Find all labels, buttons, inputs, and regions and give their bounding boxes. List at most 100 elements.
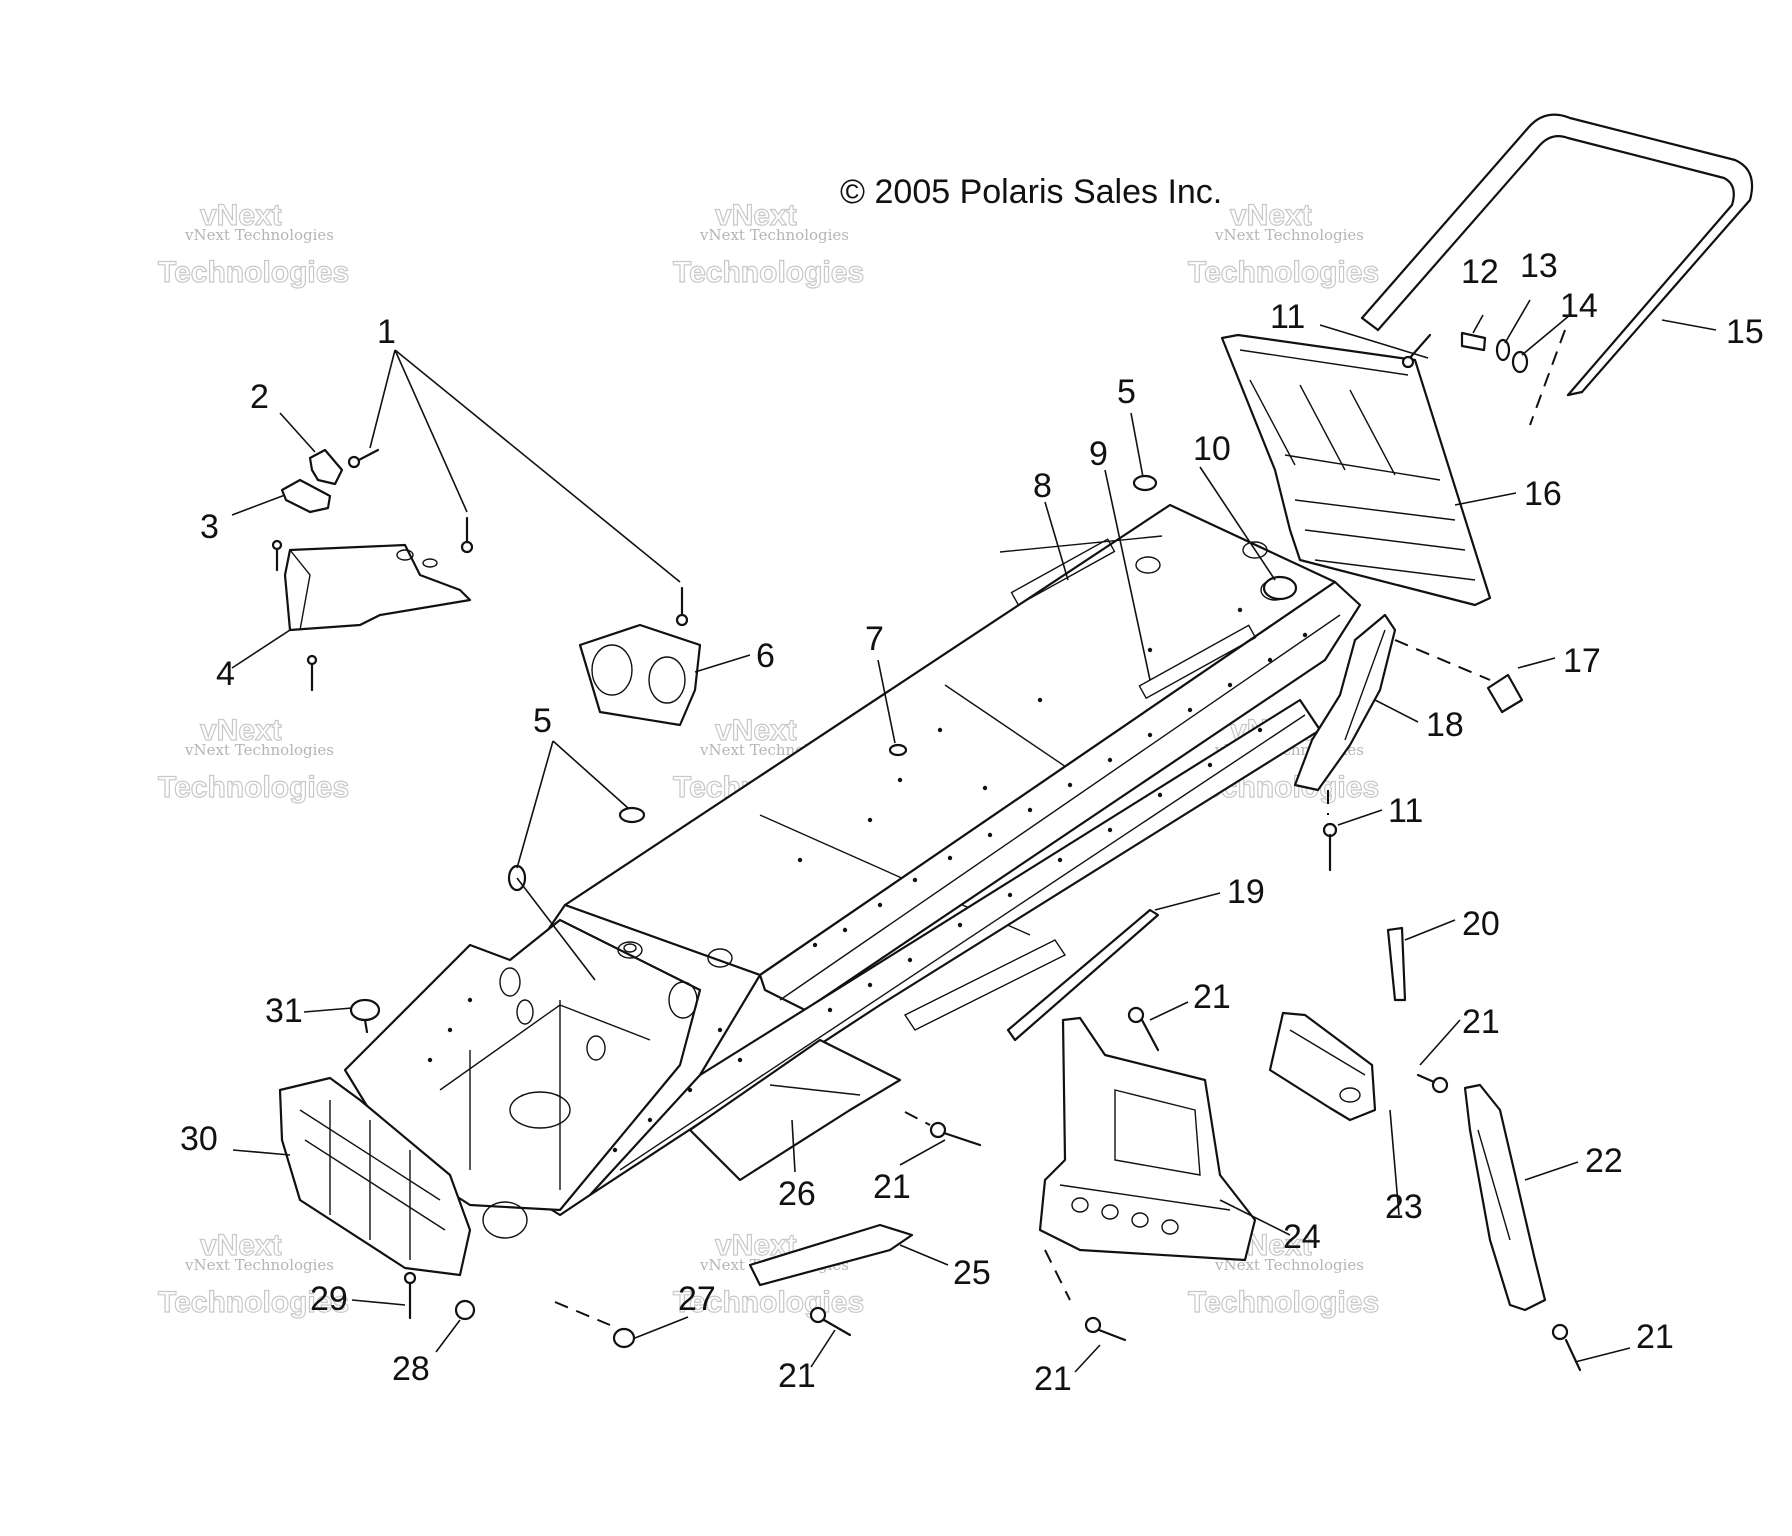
watermark-mid-left: vNext vNext Technologies Technologies [157,713,349,804]
callout-labels: 1 2 3 4 5 5 6 7 8 9 10 11 11 12 13 14 15… [180,247,1764,1398]
callout-15: 15 [1726,313,1764,351]
part-20-clip [1386,926,1407,1002]
part-24-footrest [1038,1016,1257,1301]
svg-text:Technologies: Technologies [1188,1286,1379,1319]
svg-text:vNext Technologies: vNext Technologies [184,226,334,244]
callout-21-b: 21 [1462,1003,1500,1041]
watermark-top-left: vNext vNext Technologies Technologies [157,198,349,289]
callout-25: 25 [953,1254,991,1292]
callout-24: 24 [1283,1218,1321,1256]
callout-19: 19 [1227,873,1265,911]
callout-11-top: 11 [1270,298,1305,336]
svg-text:vNext: vNext [200,714,282,747]
part-4-bracket [271,539,472,692]
part-3-strip [280,478,332,514]
callout-26: 26 [778,1175,816,1213]
callout-28: 28 [392,1350,430,1388]
part-21-screw-c [1416,1073,1449,1094]
callout-12: 12 [1461,253,1499,291]
part-22-side-panel [1463,1083,1547,1312]
part-1-bolts [347,448,689,627]
part-27-plug [554,1301,636,1349]
callout-23: 23 [1385,1188,1423,1226]
part-21-screw-b [904,1111,982,1147]
callout-21-a: 21 [1193,978,1231,1016]
svg-text:vNext: vNext [1230,199,1312,232]
callout-3: 3 [200,508,219,546]
watermark-bottom-left: vNext vNext Technologies Technologies [157,1228,349,1319]
part-5-grommet-b [618,806,646,824]
watermark-bottom-right: vNext vNext Technologies Technologies [1187,1228,1379,1319]
watermark-top-center: vNext vNext Technologies Technologies [672,198,864,289]
svg-text:Technologies: Technologies [1188,256,1379,289]
svg-text:vNext Technologies: vNext Technologies [1214,226,1364,244]
svg-text:Technologies: Technologies [158,256,349,289]
callout-1: 1 [377,313,396,351]
callout-21-e: 21 [1034,1360,1072,1398]
part-7-plug [888,743,908,757]
part-2-clip [308,448,344,486]
part-5-grommet-a [1132,474,1158,492]
callout-5-mid: 5 [533,702,552,740]
chassis-tunnel [278,503,1362,1277]
svg-text:vNext Technologies: vNext Technologies [184,1256,334,1274]
callout-8: 8 [1033,467,1052,505]
callout-21-f: 21 [1636,1318,1674,1356]
callout-22: 22 [1585,1142,1623,1180]
callout-31: 31 [265,992,303,1030]
part-18-bracket [1293,613,1397,792]
part-31-bushing [349,998,381,1034]
callout-9: 9 [1089,435,1108,473]
part-10-fitting [1262,575,1298,601]
dashline-17-18 [1394,639,1491,681]
part-6-grommet-plate [578,623,702,727]
part-21-screw-d [809,1306,852,1337]
svg-text:Technologies: Technologies [158,771,349,804]
callout-5-top: 5 [1117,373,1136,411]
callout-21-c: 21 [873,1168,911,1206]
svg-text:Technologies: Technologies [673,256,864,289]
callout-4: 4 [216,655,235,693]
part-28-nut [454,1299,476,1321]
part-11-screw-lower [1322,790,1338,872]
callout-6: 6 [756,637,775,675]
callout-14: 14 [1560,287,1598,325]
fastener-dashline-12-15 [1529,329,1566,426]
callout-2: 2 [250,378,269,416]
svg-text:Technologies: Technologies [673,1286,864,1319]
callout-11-bottom: 11 [1388,792,1423,830]
svg-text:vNext: vNext [200,199,282,232]
rivet-dots [427,607,1308,1153]
svg-text:vNext Technologies: vNext Technologies [1214,1256,1364,1274]
part-21-screw-f [1551,1323,1582,1372]
part-23-bracket [1268,1011,1377,1122]
callout-7: 7 [865,620,884,658]
svg-text:vNext: vNext [715,199,797,232]
part-15-rear-handle [1360,113,1754,397]
callout-16: 16 [1524,475,1562,513]
callout-21-d: 21 [778,1357,816,1395]
part-16-rear-flap [1220,333,1492,607]
part-21-screw-a [1127,1006,1160,1052]
callout-18: 18 [1426,706,1464,744]
part-19-slide-strip [1006,908,1160,1042]
svg-text:vNext Technologies: vNext Technologies [699,226,849,244]
callout-13: 13 [1520,247,1558,285]
callout-29: 29 [310,1280,348,1318]
callout-17: 17 [1563,642,1601,680]
callout-30: 30 [180,1120,218,1158]
callout-27: 27 [678,1280,716,1318]
svg-text:vNext Technologies: vNext Technologies [184,741,334,759]
leader-lines [231,299,1717,1373]
copyright-notice: © 2005 Polaris Sales Inc. [840,173,1222,211]
part-13-washer [1495,338,1511,362]
part-21-screw-e [1084,1316,1127,1342]
part-11-screw-upper [1401,333,1432,369]
svg-text:vNext: vNext [715,714,797,747]
part-14-nut [1511,350,1529,374]
callout-10: 10 [1193,430,1231,468]
part-25-skid-plate [748,1223,914,1287]
part-29-bolt [403,1271,417,1320]
watermark-top-right: vNext vNext Technologies Technologies [1187,198,1379,289]
